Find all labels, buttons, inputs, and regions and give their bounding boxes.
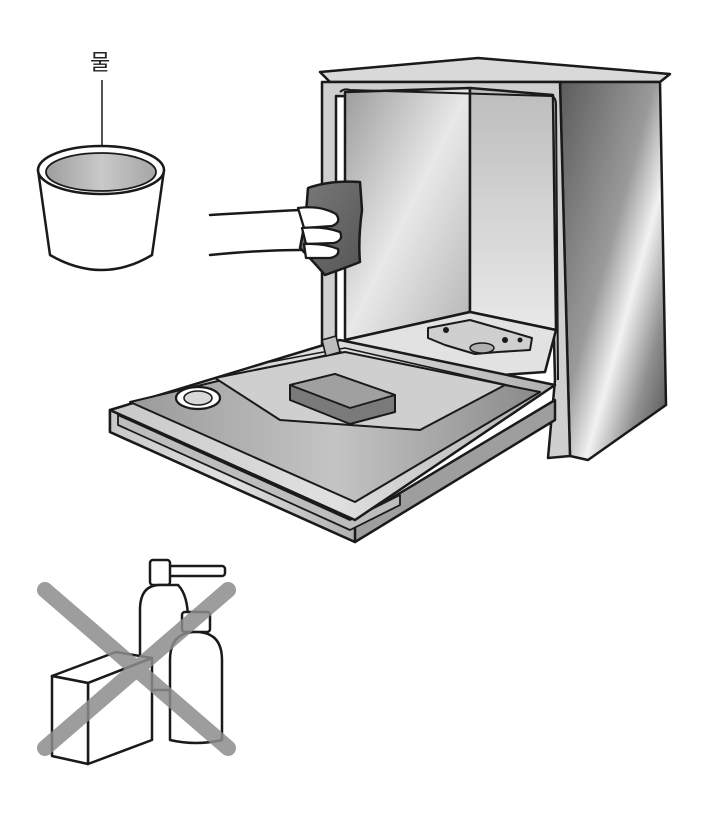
hand-fingers	[296, 206, 343, 260]
prohibition-cross-icon	[37, 582, 236, 756]
water-surface	[45, 152, 157, 192]
bucket-icon	[36, 144, 166, 272]
water-label-text: 물	[90, 51, 110, 76]
hand-icon	[208, 208, 302, 257]
prohibited-cleaners-icon	[37, 558, 236, 766]
dishwasher-icon	[108, 56, 672, 544]
